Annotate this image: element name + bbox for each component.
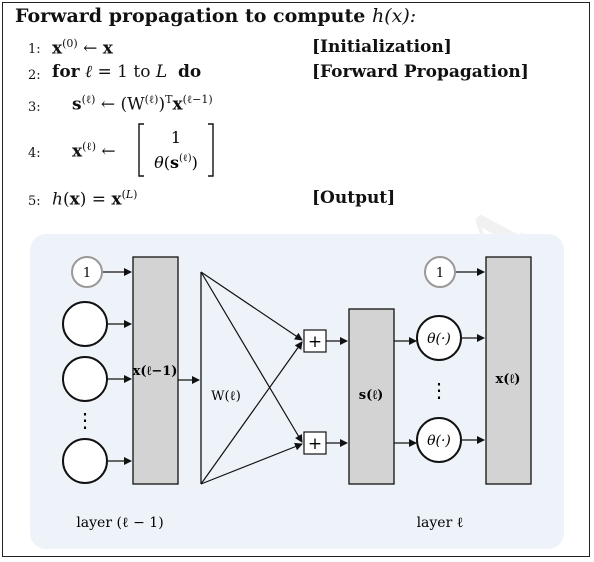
title-prefix: Forward propagation to compute <box>15 5 372 27</box>
algo-line-4: x(ℓ) ← <box>72 140 116 162</box>
figure-frame <box>2 2 590 557</box>
input-node <box>62 301 108 347</box>
svg-text:1: 1 <box>171 128 181 147</box>
bias-node-left <box>71 256 103 288</box>
line-number: 4: <box>28 146 41 161</box>
dots-right: ⋮ <box>429 378 449 402</box>
line-number: 2: <box>28 68 41 83</box>
activation-node <box>416 315 462 361</box>
input-node <box>62 438 108 484</box>
layer-right-caption: layer ℓ <box>417 515 464 531</box>
algo-line-5: h(x) = x(L) <box>52 188 138 210</box>
line-number: 1: <box>28 42 41 57</box>
s-block <box>348 308 395 485</box>
bias-input-left: 1 <box>83 266 91 281</box>
plus-symbol: + <box>308 332 322 352</box>
algo-tag-forward: [Forward Propagation] <box>312 62 529 82</box>
bias-node-right <box>424 256 456 288</box>
layer-left-caption: layer (ℓ − 1) <box>76 515 163 531</box>
line-number: 3: <box>28 100 41 115</box>
algo-tag-initialization: [Initialization] <box>312 37 452 57</box>
x-cur-block <box>485 256 532 485</box>
x-cur-label: x(ℓ) <box>496 372 521 387</box>
algorithm-title: Forward propagation to compute h(x): <box>15 5 416 27</box>
x-prev-block <box>132 256 179 485</box>
diagram-panel <box>30 234 564 549</box>
theta-label: θ(·) <box>427 331 451 347</box>
theta-label: θ(·) <box>427 433 451 449</box>
algo-line-2: for ℓ = 1 to L do <box>52 62 202 82</box>
x-prev-label: x(ℓ−1) <box>133 364 178 379</box>
algo-tag-output: [Output] <box>312 188 396 208</box>
dots-left: ⋮ <box>75 408 95 432</box>
algo-line-3: s(ℓ) ← (W(ℓ))Tx(ℓ−1) <box>72 93 213 115</box>
weights-label: W(ℓ) <box>211 389 241 404</box>
s-label: s(ℓ) <box>359 388 384 403</box>
plus-symbol: + <box>308 434 322 454</box>
algo-line-1: x(0) ← x <box>52 37 113 59</box>
bias-input-right: 1 <box>436 266 444 281</box>
title-func: h(x): <box>371 5 417 27</box>
input-node <box>62 356 108 402</box>
vector-bracket: 1 θ(s(ℓ)) <box>138 123 214 177</box>
line-number: 5: <box>28 194 41 209</box>
activation-node <box>416 417 462 463</box>
